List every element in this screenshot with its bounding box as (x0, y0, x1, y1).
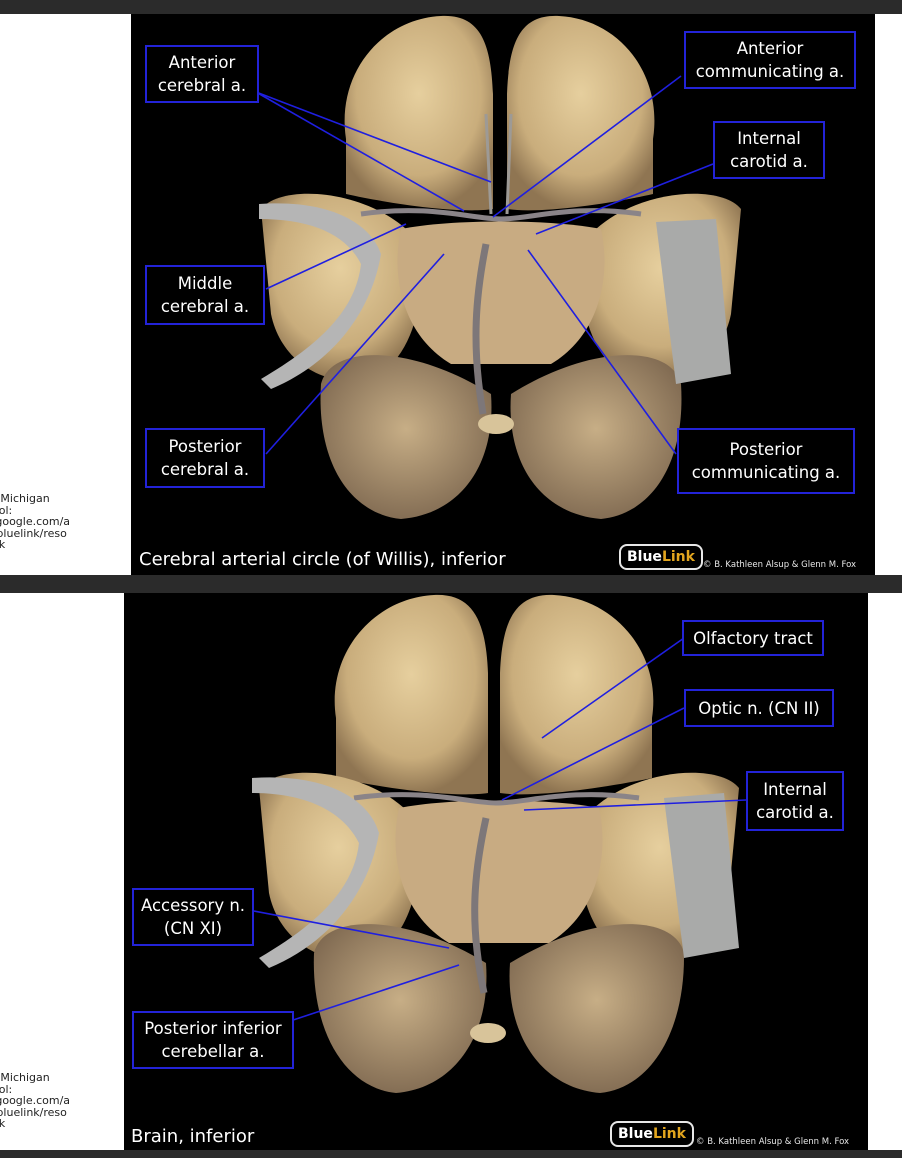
bluelink-logo: BlueLink (619, 544, 703, 570)
credit-text-1: ty of Michigan School: ites.google.com/a… (0, 493, 71, 551)
label-posterior-inferior-cerebellar: Posterior inferior cerebellar a. (132, 1011, 294, 1069)
label-middle-cerebral: Middle cerebral a. (145, 265, 265, 325)
credit-text-2: ty of Michigan School: ites.google.com/a… (0, 1072, 71, 1130)
slide-caption: Cerebral arterial circle (of Willis), in… (139, 549, 506, 570)
label-accessory-nerve: Accessory n. (CN XI) (132, 888, 254, 946)
label-posterior-communicating: Posterior communicating a. (677, 428, 855, 494)
slide-brain-inferior: Olfactory tract Optic n. (CN II) Interna… (124, 593, 868, 1150)
brain-specimen-image (252, 594, 747, 1093)
slide-divider (0, 575, 902, 593)
label-anterior-cerebral: Anterior cerebral a. (145, 45, 259, 103)
label-anterior-communicating: Anterior communicating a. (684, 31, 856, 89)
slide-caption: Brain, inferior (131, 1126, 255, 1147)
label-optic-nerve: Optic n. (CN II) (684, 689, 834, 727)
label-olfactory-tract: Olfactory tract (682, 620, 824, 656)
label-internal-carotid: Internal carotid a. (746, 771, 844, 831)
brain-specimen-image (255, 15, 741, 519)
label-posterior-cerebral: Posterior cerebral a. (145, 428, 265, 488)
bluelink-logo: BlueLink (610, 1121, 694, 1147)
copyright-text: © B. Kathleen Alsup & Glenn M. Fox (696, 1137, 850, 1147)
copyright-text: © B. Kathleen Alsup & Glenn M. Fox (703, 560, 857, 570)
slide-circle-of-willis: Anterior cerebral a. Anterior communicat… (131, 14, 875, 575)
label-internal-carotid: Internal carotid a. (713, 121, 825, 179)
top-bar (0, 0, 902, 14)
bottom-bar (0, 1150, 902, 1158)
